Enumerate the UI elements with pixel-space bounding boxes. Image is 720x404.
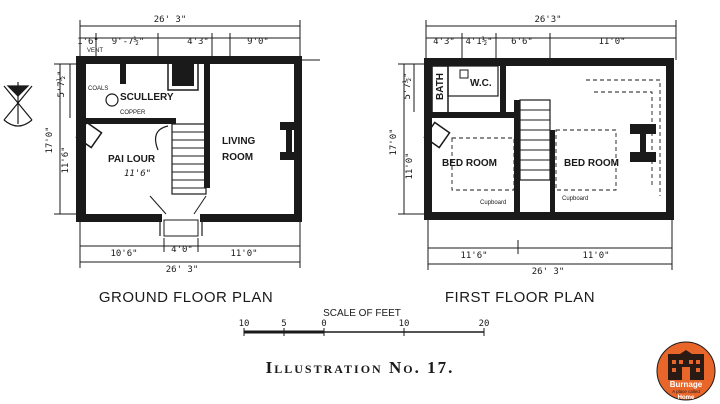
ground-floor-plan bbox=[54, 20, 320, 268]
bedroom-2-label: BED ROOM bbox=[564, 158, 619, 169]
scale-tick-10: 10 bbox=[399, 319, 410, 329]
first-left-dim-2: 17'0" bbox=[389, 128, 399, 155]
ground-width-total: 26' 3" bbox=[154, 15, 187, 25]
ground-left-dim-1: 5'7½" bbox=[56, 70, 67, 97]
first-width-total: 26'3" bbox=[534, 15, 561, 25]
first-left-dim-3: 11'0" bbox=[405, 152, 415, 179]
vent-label: VENT bbox=[87, 48, 103, 54]
first-bottom-dim-2: 11'0" bbox=[582, 251, 609, 261]
badge-line-1: Burnage bbox=[670, 380, 703, 389]
illustration-caption: Illustration No. 17. bbox=[265, 358, 455, 377]
first-floor-title: FIRST FLOOR PLAN bbox=[445, 289, 595, 306]
living-label: LIVING bbox=[222, 136, 256, 147]
wc-label: W.C. bbox=[470, 78, 492, 89]
badge-line-2: A place called bbox=[672, 389, 700, 394]
first-floor-labels: 26'3" 4'3" 4'1½" 6'6" 11'0" BATH W.C. BE… bbox=[389, 15, 626, 306]
cupboard-2-label: Cupboard bbox=[562, 196, 588, 202]
scale-tick-0: 0 bbox=[321, 319, 326, 329]
ground-left-dim-3: 11'6" bbox=[61, 146, 71, 173]
scale-tick-5: 5 bbox=[281, 319, 286, 329]
ground-top-dim-3: 4'3" bbox=[187, 37, 209, 47]
ground-floor-labels: 26' 3" 1'6" 9'-7½" 4'3" 9'0" VENT COALS … bbox=[45, 15, 273, 306]
coals-label: COALS bbox=[88, 86, 108, 92]
copper-label: COPPER bbox=[120, 110, 146, 116]
ground-top-dim-4: 9'0" bbox=[247, 37, 269, 47]
scale-tick-20: 20 bbox=[479, 319, 490, 329]
first-left-dim-1: 5'7½" bbox=[402, 72, 413, 99]
room-label: ROOM bbox=[222, 152, 253, 163]
ground-bottom-total: 26' 3" bbox=[166, 265, 199, 275]
first-bottom-dim-1: 11'6" bbox=[460, 251, 487, 261]
first-top-dim-2: 4'1½" bbox=[465, 36, 492, 47]
scale-bar: SCALE OF FEET 10 5 0 10 20 bbox=[239, 308, 490, 336]
first-top-dim-4: 11'0" bbox=[598, 37, 625, 47]
bath-label: BATH bbox=[435, 73, 446, 100]
parlour-dim: 11'6" bbox=[124, 169, 151, 179]
cupboard-1-label: Cupboard bbox=[480, 200, 506, 206]
ground-bottom-dim-3: 11'0" bbox=[230, 249, 257, 259]
parlour-label: PAI LOUR bbox=[108, 154, 156, 165]
ground-top-dim-1: 1'6" bbox=[77, 37, 99, 47]
ground-left-dim-2: 17'0" bbox=[45, 126, 55, 153]
badge-line-3: Home bbox=[678, 395, 695, 401]
compass-icon bbox=[3, 82, 33, 127]
bedroom-1-label: BED ROOM bbox=[442, 158, 497, 169]
first-top-dim-1: 4'3" bbox=[433, 37, 455, 47]
first-top-dim-3: 6'6" bbox=[511, 37, 533, 47]
burnage-logo-badge: Burnage A place called Home bbox=[656, 341, 716, 401]
ground-top-dim-2: 9'-7½" bbox=[112, 36, 145, 47]
ground-bottom-dim-1: 10'6" bbox=[110, 249, 137, 259]
first-bottom-total: 26' 3" bbox=[532, 267, 565, 277]
ground-floor-title: GROUND FLOOR PLAN bbox=[99, 289, 273, 306]
first-floor-plan bbox=[398, 20, 677, 270]
scullery-label: SCULLERY bbox=[120, 92, 174, 103]
scale-title: SCALE OF FEET bbox=[323, 308, 401, 319]
scale-tick-10-left: 10 bbox=[239, 319, 250, 329]
ground-bottom-dim-2: 4'0" bbox=[171, 245, 193, 255]
